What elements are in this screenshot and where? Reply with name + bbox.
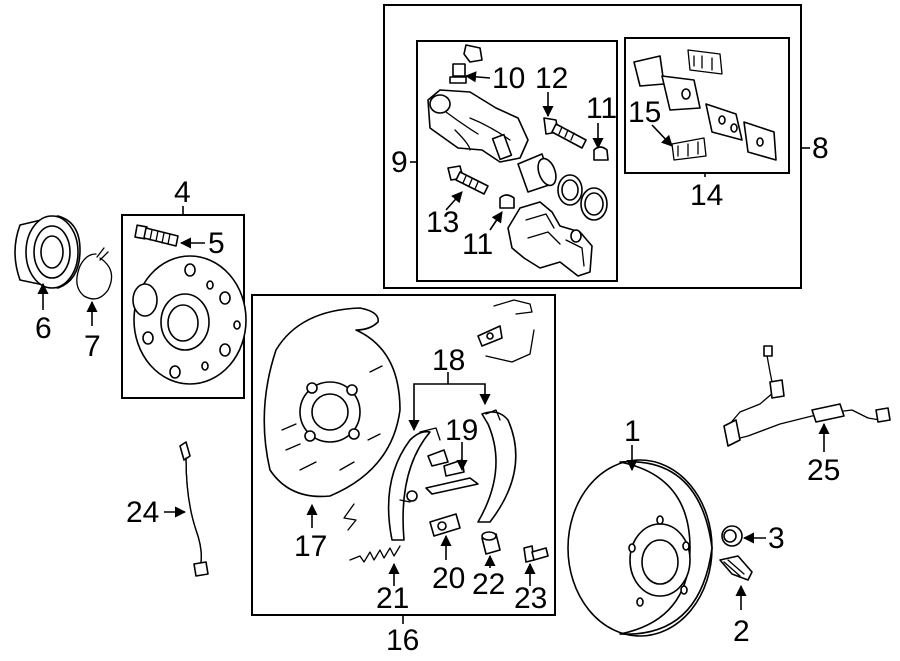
callout-18: 18 (432, 344, 465, 377)
caliper-piston (517, 153, 608, 221)
callout-11-bottom: 11 (462, 228, 493, 261)
callout-19: 19 (445, 414, 478, 447)
caliper-bracket (507, 201, 593, 277)
caliper-housing (427, 89, 529, 163)
pin-boot-bottom (499, 194, 515, 209)
parking-brake-shoes (387, 409, 517, 541)
rotor-screw (719, 555, 753, 581)
callout-5: 5 (208, 227, 225, 260)
callout-23: 23 (514, 582, 547, 615)
pin-boot-top (593, 146, 609, 161)
adjuster-plug (481, 531, 501, 555)
callout-7: 7 (84, 330, 101, 363)
caliper-bolt (447, 165, 489, 195)
callout-6: 6 (35, 312, 52, 345)
callout-24: 24 (126, 496, 159, 529)
callout-14: 14 (690, 179, 723, 212)
callout-12: 12 (535, 62, 568, 95)
callout-20: 20 (432, 562, 465, 595)
backing-plate (263, 307, 401, 498)
brake-rotor (567, 459, 713, 637)
wheel-hub (132, 255, 247, 385)
callout-2: 2 (733, 615, 750, 648)
leader-lines (37, 71, 830, 624)
caliper-subgroup-box (416, 40, 618, 282)
callout-4: 4 (174, 176, 191, 209)
shoe-hardware (343, 299, 535, 531)
adjuster-spring (349, 545, 401, 563)
brake-hose (179, 441, 209, 577)
abs-sensor-wire (723, 345, 891, 447)
rotor-plug (721, 525, 743, 547)
callout-11-top: 11 (586, 92, 617, 125)
callout-21: 21 (376, 582, 409, 615)
callout-9: 9 (391, 146, 408, 179)
caliper-group-box (383, 4, 802, 289)
callout-17: 17 (294, 530, 327, 563)
snap-ring (76, 247, 113, 300)
hub-bolt (134, 224, 179, 247)
callout-1: 1 (624, 415, 641, 448)
brake-pads (633, 55, 777, 161)
callout-16: 16 (386, 624, 419, 657)
wheel-bearing (14, 215, 81, 289)
hold-down-pin (523, 545, 549, 563)
callout-13: 13 (426, 206, 459, 239)
pad-clips (671, 49, 723, 161)
wheel-cylinder (429, 513, 461, 537)
callout-3: 3 (768, 522, 785, 555)
callout-22: 22 (472, 568, 505, 601)
pad-subgroup-box (624, 37, 790, 174)
callout-15: 15 (628, 96, 661, 129)
callout-8: 8 (812, 132, 829, 165)
guide-pin (543, 117, 587, 149)
caliper-bleeder-screw (449, 44, 483, 84)
callout-10: 10 (492, 62, 525, 95)
callout-25: 25 (807, 454, 840, 487)
adjuster-lever (425, 449, 479, 495)
